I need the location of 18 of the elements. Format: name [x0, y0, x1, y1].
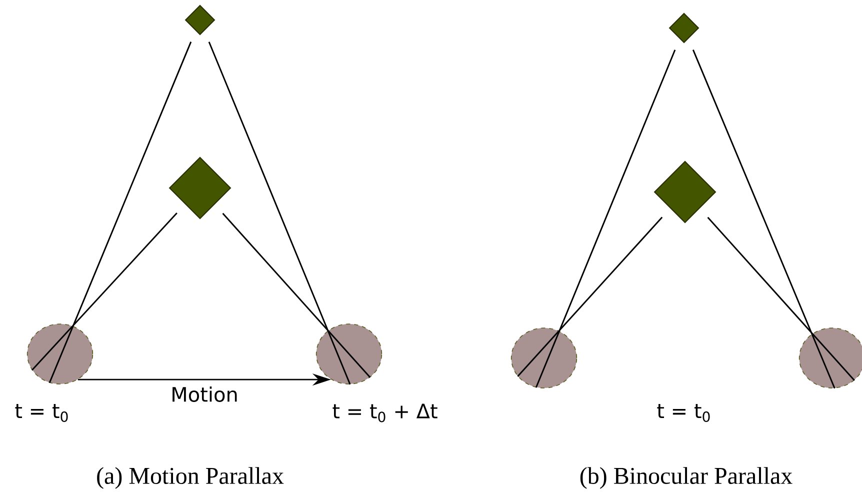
sight-line	[222, 212, 371, 378]
sight-line	[48, 42, 192, 384]
sight-line	[707, 216, 855, 381]
subfigure-caption: (a) Motion Parallax	[97, 467, 284, 489]
time-label: t = t$_{0}$	[657, 404, 710, 422]
time-label: t = t$_{0}$	[15, 404, 68, 422]
eye-circle	[316, 324, 382, 384]
eye-circle	[26, 324, 94, 384]
sight-line	[208, 42, 351, 385]
sight-line	[692, 50, 836, 389]
sight-line	[535, 50, 676, 388]
sight-line	[31, 212, 178, 371]
eye-circle	[798, 328, 862, 388]
eye-circle	[510, 328, 578, 388]
edge-label: Motion	[172, 386, 237, 402]
subfigure-caption: (b) Binocular Parallax	[580, 467, 792, 489]
sight-line	[517, 216, 663, 377]
time-label: t = t$_{0}$ + Δt	[332, 404, 438, 422]
